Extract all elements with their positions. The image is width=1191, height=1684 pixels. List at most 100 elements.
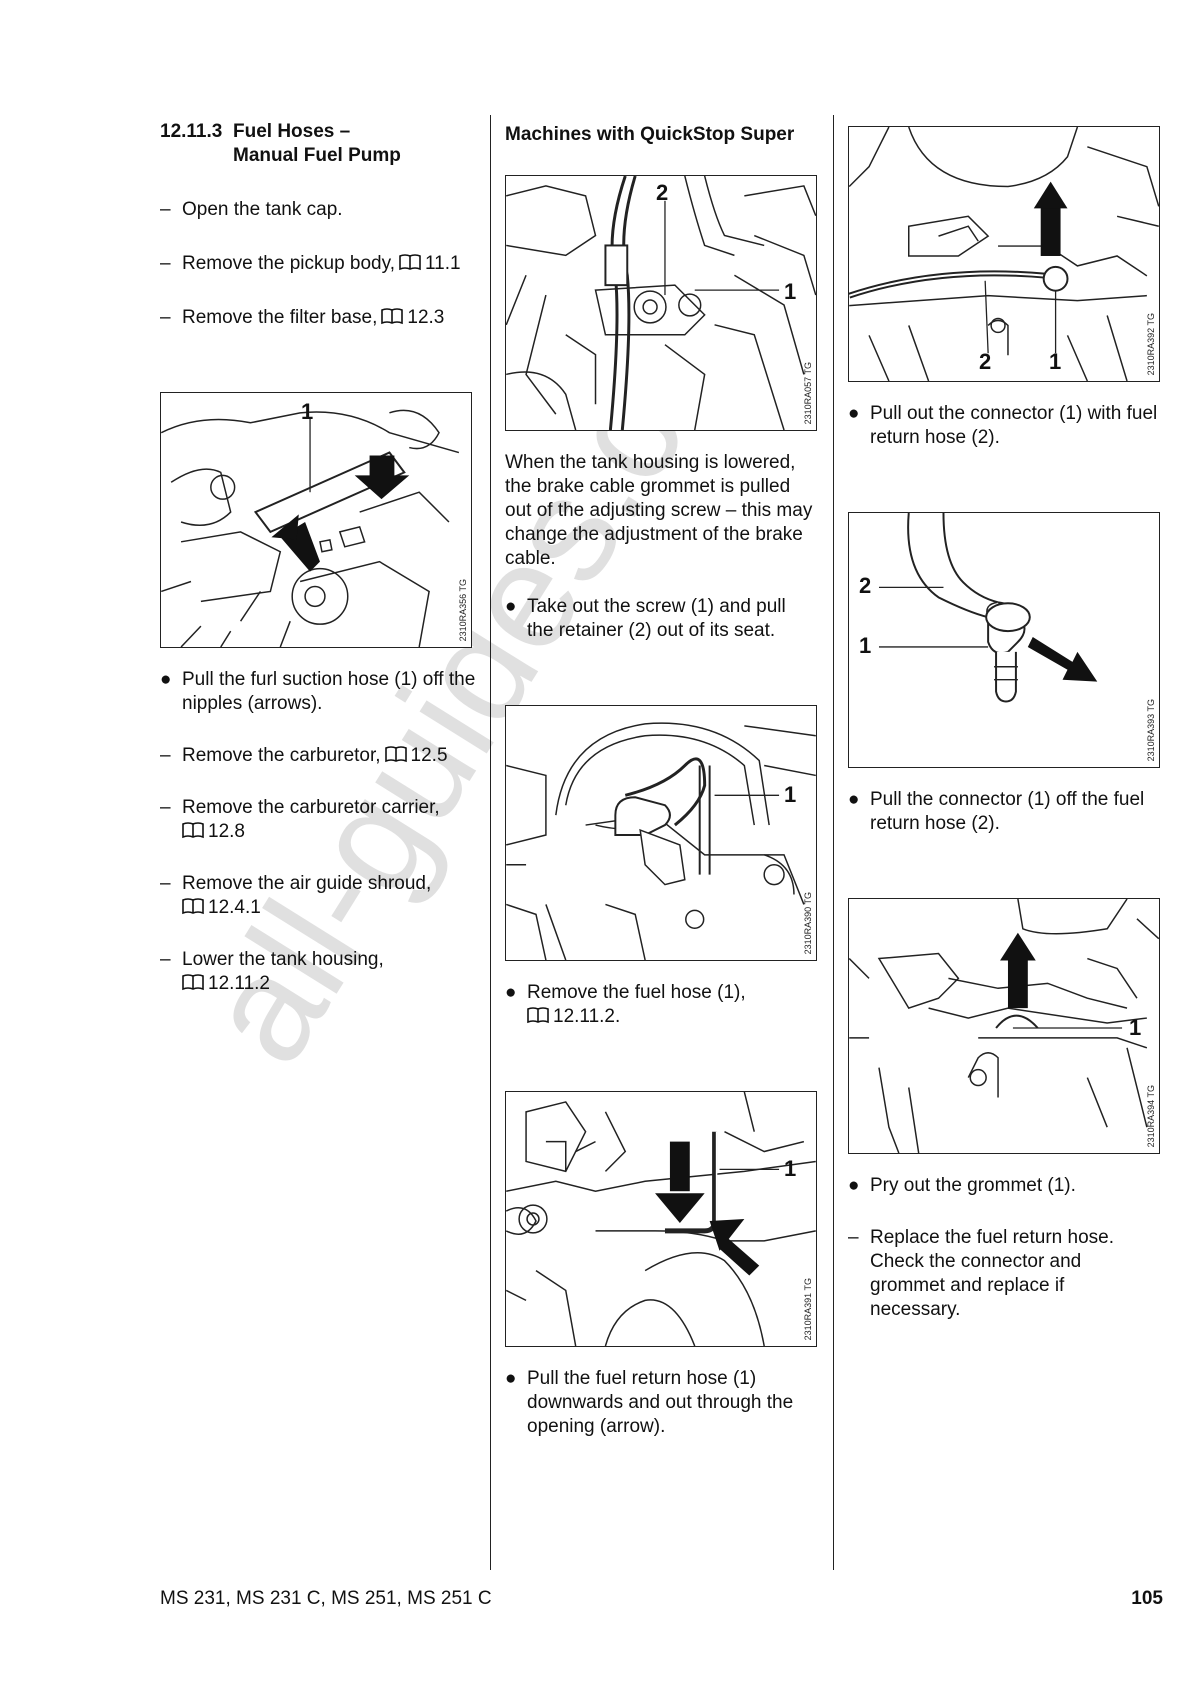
figure-code: 2310RA392 TG <box>1146 312 1156 375</box>
figure-code: 2310RA394 TG <box>1146 1084 1156 1147</box>
column-divider-2 <box>833 115 834 1570</box>
figure-callout-1: 1 <box>859 633 872 658</box>
bullet-marker: ● <box>848 1175 860 1196</box>
step-pull-fuel-return-hose: ● Pull the fuel return hose (1) downward… <box>505 1367 815 1439</box>
figure-fuel-hose: 1 2310RA390 TG <box>505 705 817 961</box>
book-icon <box>527 1007 549 1024</box>
figure-code: 2310RA356 TG <box>458 578 468 641</box>
book-icon <box>182 822 204 839</box>
step-pry-out-grommet: ● Pry out the grommet (1). <box>848 1174 1158 1198</box>
book-icon <box>182 974 204 991</box>
figure-connector-with-hose: 2 1 2310RA392 TG <box>848 126 1160 382</box>
figure-grommet: 1 2310RA394 TG <box>848 898 1160 1154</box>
note-paragraph: When the tank housing is lowered, the br… <box>505 452 813 569</box>
section-title-line1: Fuel Hoses – <box>233 121 351 142</box>
figure-callout-2: 2 <box>979 349 992 374</box>
column-1: 12.11.3 Fuel Hoses – Manual Fuel Pump – … <box>160 110 480 996</box>
bullet-marker: ● <box>848 789 860 810</box>
figure-suction-hose: 1 2310RA356 TG <box>160 392 472 648</box>
figure-connector-off-hose: 2 1 2310RA393 TG <box>848 512 1160 768</box>
page-number: 105 <box>1131 1588 1163 1609</box>
figure-drawing <box>878 513 1098 703</box>
book-icon <box>399 254 421 271</box>
cross-reference[interactable]: 12.8 <box>208 821 245 842</box>
cross-reference[interactable]: 12.11.2 <box>208 973 270 994</box>
step-take-out-screw: ● Take out the screw (1) and pull the re… <box>505 595 815 643</box>
step-marker: – <box>160 253 171 274</box>
footer-models: MS 231, MS 231 C, MS 251, MS 251 C <box>160 1588 492 1609</box>
figure-callout-1: 1 <box>784 279 797 304</box>
figure-drawing <box>849 899 1159 1153</box>
step-text: Remove the pickup body, <box>182 253 395 274</box>
step-marker: – <box>160 307 171 328</box>
figure-callout-1: 1 <box>784 1156 797 1181</box>
figure-code: 2310RA393 TG <box>1146 698 1156 761</box>
subheading-quickstop: Machines with QuickStop Super <box>505 124 795 145</box>
bullet-marker: ● <box>505 596 517 617</box>
cross-reference[interactable]: 12.11.2. <box>553 1006 621 1027</box>
step-text: Lower the tank housing, <box>182 949 384 970</box>
figure-drawing <box>849 127 1159 381</box>
step-pull-connector-off: ● Pull the connector (1) off the fuel re… <box>848 788 1158 836</box>
bullet-marker: ● <box>848 403 860 424</box>
book-icon <box>384 746 407 763</box>
step-open-tank-cap: – Open the tank cap. <box>160 198 480 222</box>
step-text: Remove the air guide shroud, <box>182 873 432 894</box>
section-heading: 12.11.3 Fuel Hoses – Manual Fuel Pump <box>160 120 480 168</box>
figure-drawing <box>506 1092 816 1346</box>
cross-reference[interactable]: 12.3 <box>407 307 445 328</box>
step-marker: – <box>160 745 171 766</box>
step-text: Replace the fuel return hose. Check the … <box>870 1227 1114 1320</box>
step-remove-air-guide-shroud: – Remove the air guide shroud, 12.4.1 <box>160 872 480 920</box>
step-text: Remove the filter base, <box>182 307 378 328</box>
figure-code: 2310RA390 TG <box>803 891 813 954</box>
step-remove-filter-base: – Remove the filter base, 12.3 <box>160 306 480 330</box>
step-text: Pry out the grommet (1). <box>870 1175 1076 1196</box>
figure-fuel-return-hose-opening: 1 2310RA391 TG <box>505 1091 817 1347</box>
step-replace-fuel-return-hose: – Replace the fuel return hose. Check th… <box>848 1226 1158 1322</box>
figure-brake-cable-retainer: 2 1 2310RA057 TG <box>505 175 817 431</box>
step-remove-carburetor-carrier: – Remove the carburetor carrier, 12.8 <box>160 796 480 844</box>
section-title-line2: Manual Fuel Pump <box>233 145 401 166</box>
cross-reference[interactable]: 11.1 <box>425 253 461 274</box>
step-text: Open the tank cap. <box>182 199 343 220</box>
step-marker: – <box>160 797 171 818</box>
step-marker: – <box>848 1227 859 1248</box>
step-text: Pull the connector (1) off the fuel retu… <box>870 789 1145 834</box>
figure-code: 2310RA391 TG <box>803 1277 813 1340</box>
book-icon <box>381 308 404 325</box>
step-text: Pull the fuel return hose (1) downwards … <box>527 1368 794 1437</box>
step-text: Remove the fuel hose (1), <box>527 982 746 1003</box>
figure-callout-1: 1 <box>1129 1015 1142 1040</box>
step-text: Remove the carburetor carrier, <box>182 797 440 818</box>
step-marker: – <box>160 949 171 970</box>
step-pull-out-connector: ● Pull out the connector (1) with fuel r… <box>848 402 1158 450</box>
step-remove-fuel-hose: ● Remove the fuel hose (1), 12.11.2. <box>505 981 815 1029</box>
step-text: Take out the screw (1) and pull the reta… <box>527 596 786 641</box>
step-text: Pull the furl suction hose (1) off the n… <box>182 669 476 714</box>
column-divider-1 <box>490 115 491 1570</box>
figure-drawing <box>506 176 816 430</box>
column-2: Machines with QuickStop Super <box>505 110 817 1439</box>
figure-callout-1: 1 <box>301 399 314 424</box>
step-pull-suction-hose: ● Pull the furl suction hose (1) off the… <box>160 668 480 716</box>
figure-callout-2: 2 <box>859 573 872 598</box>
book-icon <box>182 898 204 915</box>
step-remove-carburetor: – Remove the carburetor,12.5 <box>160 744 480 768</box>
step-marker: – <box>160 873 171 894</box>
figure-callout-2: 2 <box>656 180 669 205</box>
figure-callout-1: 1 <box>1049 349 1062 374</box>
bullet-marker: ● <box>505 982 517 1003</box>
bullet-marker: ● <box>160 669 172 690</box>
figure-drawing <box>161 409 460 647</box>
step-marker: – <box>160 199 171 220</box>
cross-reference[interactable]: 12.5 <box>410 745 448 766</box>
column-3: 2 1 2310RA392 TG ● Pull out the connecto… <box>848 110 1160 1322</box>
figure-drawing <box>506 722 816 960</box>
figure-code: 2310RA057 TG <box>803 361 813 424</box>
step-text: Pull out the connector (1) with fuel ret… <box>870 403 1158 448</box>
step-lower-tank-housing: – Lower the tank housing, 12.11.2 <box>160 948 480 996</box>
bullet-marker: ● <box>505 1368 517 1389</box>
cross-reference[interactable]: 12.4.1 <box>208 897 261 918</box>
figure-callout-1: 1 <box>784 782 797 807</box>
